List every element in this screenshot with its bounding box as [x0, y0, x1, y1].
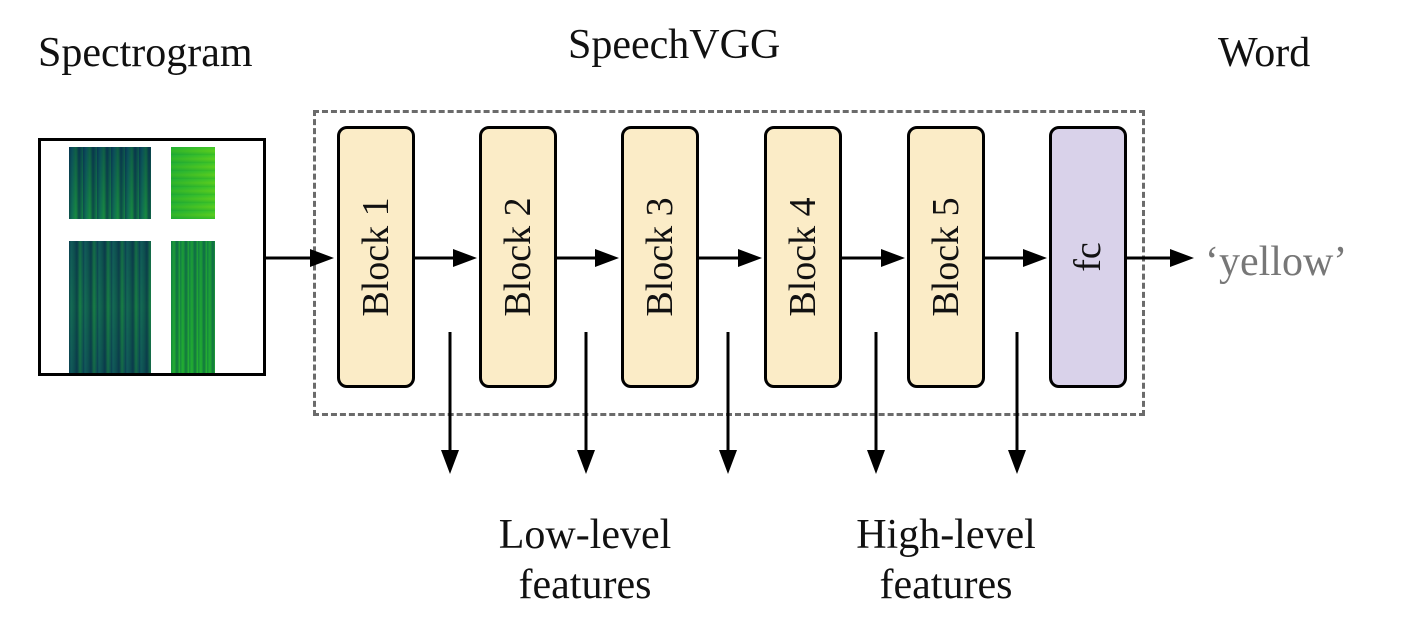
spectrogram-patch-bottom-right — [171, 241, 215, 373]
output-word: ‘yellow’ — [1205, 239, 1348, 285]
high-level-line-1: High-level — [856, 512, 1036, 558]
model-title: SpeechVGG — [568, 22, 781, 68]
fc-layer: fc — [1049, 126, 1127, 388]
arrow-fc-to-output — [1127, 249, 1194, 267]
spectrogram-patch-top-left — [69, 147, 151, 219]
spectrogram-image — [38, 138, 266, 376]
spectrogram-title: Spectrogram — [38, 30, 253, 76]
arrow-block-2-to-block-3 — [557, 249, 619, 267]
low-level-features-label: Low-level features — [470, 510, 700, 611]
arrow-block-1-to-block-2 — [415, 249, 477, 267]
high-level-features-label: High-level features — [826, 510, 1066, 611]
arrow-block-4-to-block-5 — [842, 249, 905, 267]
arrow-feature-block-2 — [577, 332, 595, 474]
block-4: Block 4 — [764, 126, 842, 388]
block-1: Block 1 — [337, 126, 415, 388]
arrow-block-3-to-block-4 — [699, 249, 762, 267]
arrow-feature-block-3 — [719, 332, 737, 474]
block-5: Block 5 — [907, 126, 985, 388]
arrow-feature-block-4 — [867, 332, 885, 474]
arrow-feature-block-1 — [441, 332, 459, 474]
arrow-spectrogram-to-block-1 — [266, 249, 334, 267]
arrow-feature-block-5 — [1008, 332, 1026, 474]
spectrogram-patch-bottom-left — [69, 241, 151, 373]
spectrogram-patch-top-right — [171, 147, 215, 219]
low-level-line-2: features — [518, 562, 652, 609]
word-title: Word — [1218, 30, 1311, 76]
block-3: Block 3 — [621, 126, 699, 388]
low-level-line-1: Low-level — [498, 512, 672, 558]
high-level-line-2: features — [879, 562, 1013, 609]
block-2: Block 2 — [479, 126, 557, 388]
arrow-block-5-to-fc — [985, 249, 1047, 267]
